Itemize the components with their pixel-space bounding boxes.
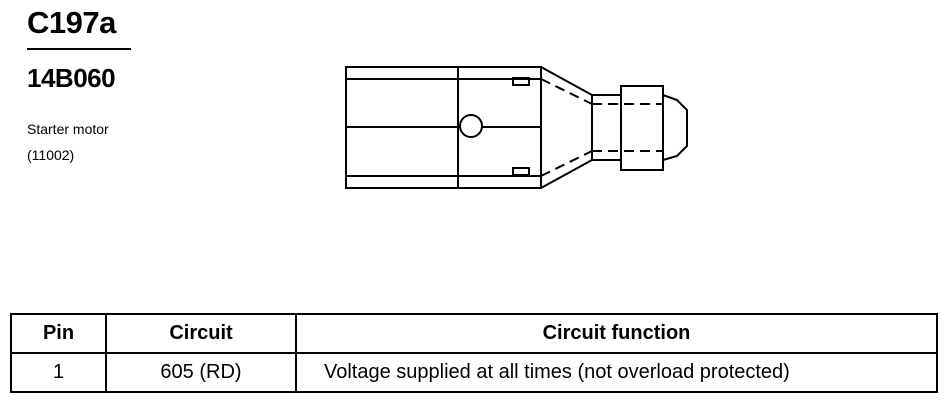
- cell-circuit-function: Voltage supplied at all times (not overl…: [295, 352, 938, 393]
- header-circuit-function: Circuit function: [295, 313, 938, 354]
- connector-description-code: (11002): [27, 147, 75, 163]
- part-number: 14B060: [27, 63, 116, 93]
- connector-id: C197a: [27, 5, 116, 40]
- title-rule: [27, 48, 131, 50]
- connector-collar: [620, 85, 664, 171]
- taper-inner-bottom: [540, 150, 593, 177]
- cell-circuit: 605 (RD): [105, 352, 297, 393]
- connector-latch-boss: [459, 114, 483, 138]
- pin-table: Pin Circuit Circuit function 1 605 (RD) …: [10, 313, 938, 393]
- table-header-row: Pin Circuit Circuit function: [10, 313, 938, 354]
- terminal-tab-top: [512, 77, 530, 86]
- taper-bottom: [540, 159, 593, 189]
- header-circuit: Circuit: [105, 313, 297, 354]
- connector-description: Starter motor: [27, 121, 109, 137]
- header-pin: Pin: [10, 313, 107, 354]
- table-row: 1 605 (RD) Voltage supplied at all times…: [10, 352, 938, 393]
- cell-pin: 1: [10, 352, 107, 393]
- taper-inner-top: [540, 78, 593, 105]
- connector-diagram: [345, 66, 688, 189]
- terminal-tab-bottom: [512, 167, 530, 176]
- taper-top: [540, 66, 593, 96]
- connector-tip: [662, 94, 688, 161]
